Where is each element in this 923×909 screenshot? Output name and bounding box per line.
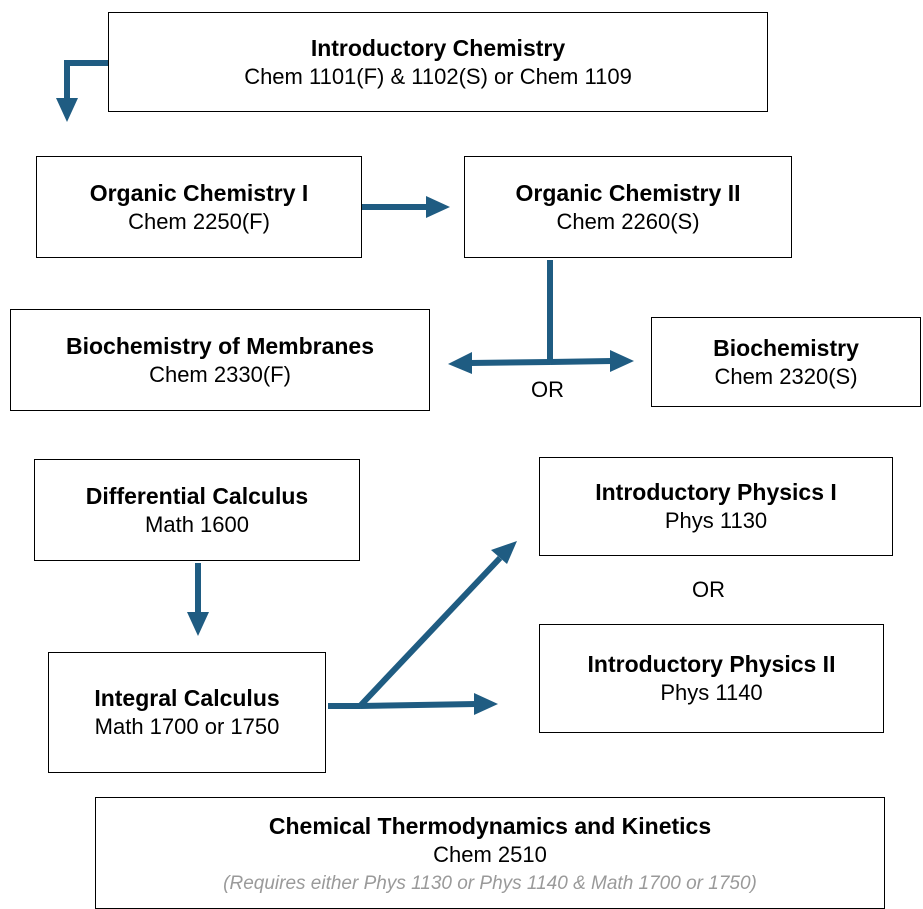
organic-chem-1-code: Chem 2250(F)	[128, 208, 270, 234]
intro-chemistry-code: Chem 1101(F) & 1102(S) or Chem 1109	[244, 63, 632, 89]
thermodynamics-prereq-note: (Requires either Phys 1130 or Phys 1140 …	[223, 873, 757, 895]
intro-physics-1-code: Phys 1130	[664, 508, 768, 534]
organic-chem-2-code: Chem 2260(S)	[556, 208, 700, 234]
biochem-membranes-title: Biochemistry of Membranes	[65, 332, 375, 359]
thermodynamics-box: Chemical Thermodynamics and Kinetics Che…	[95, 797, 885, 909]
arrow-diff-integral-head	[187, 612, 209, 636]
arrow-intro-chem-head	[56, 98, 78, 122]
organic-chem-2-title: Organic Chemistry II	[515, 179, 741, 206]
biochemistry-code: Chem 2320(S)	[714, 363, 858, 389]
biochem-membranes-box: Biochemistry of Membranes Chem 2330(F)	[10, 309, 430, 411]
arrow-split-right-line	[549, 358, 613, 365]
differential-calculus-code: Math 1600	[145, 511, 249, 537]
thermodynamics-title: Chemical Thermodynamics and Kinetics	[268, 813, 712, 839]
arrow-integral-phys1-head	[491, 541, 517, 564]
thermodynamics-code: Chem 2510	[433, 841, 547, 867]
arrow-intro-chem-line	[64, 60, 108, 100]
organic-chem-1-title: Organic Chemistry I	[89, 179, 309, 206]
integral-calculus-code: Math 1700 or 1750	[94, 714, 280, 740]
intro-physics-1-box: Introductory Physics I Phys 1130	[539, 457, 893, 556]
arrow-split-left-line	[469, 359, 551, 366]
differential-calculus-box: Differential Calculus Math 1600	[34, 459, 360, 561]
arrow-org1-org2-head	[426, 196, 450, 218]
organic-chem-1-box: Organic Chemistry I Chem 2250(F)	[36, 156, 362, 258]
biochemistry-title: Biochemistry	[713, 334, 859, 361]
or-label-physics: OR	[692, 577, 725, 602]
differential-calculus-title: Differential Calculus	[85, 482, 309, 509]
integral-calculus-title: Integral Calculus	[94, 685, 280, 712]
biochem-membranes-code: Chem 2330(F)	[149, 361, 291, 387]
arrow-integral-phys1-line	[357, 555, 503, 709]
intro-physics-2-box: Introductory Physics II Phys 1140	[539, 624, 884, 733]
or-label-biochem: OR	[531, 377, 564, 402]
intro-physics-2-code: Phys 1140	[660, 680, 763, 706]
intro-chemistry-box: Introductory Chemistry Chem 1101(F) & 11…	[108, 12, 768, 112]
arrow-split-left-head	[448, 352, 472, 374]
biochemistry-box: Biochemistry Chem 2320(S)	[651, 317, 921, 407]
intro-chemistry-title: Introductory Chemistry	[310, 34, 566, 61]
intro-physics-2-title: Introductory Physics II	[587, 651, 836, 678]
intro-physics-1-title: Introductory Physics I	[595, 479, 837, 506]
organic-chem-2-box: Organic Chemistry II Chem 2260(S)	[464, 156, 792, 258]
integral-calculus-box: Integral Calculus Math 1700 or 1750	[48, 652, 326, 773]
arrow-split-right-head	[610, 350, 634, 372]
arrow-integral-phys2-head	[474, 693, 498, 715]
arrow-integral-phys2-line	[359, 701, 477, 709]
